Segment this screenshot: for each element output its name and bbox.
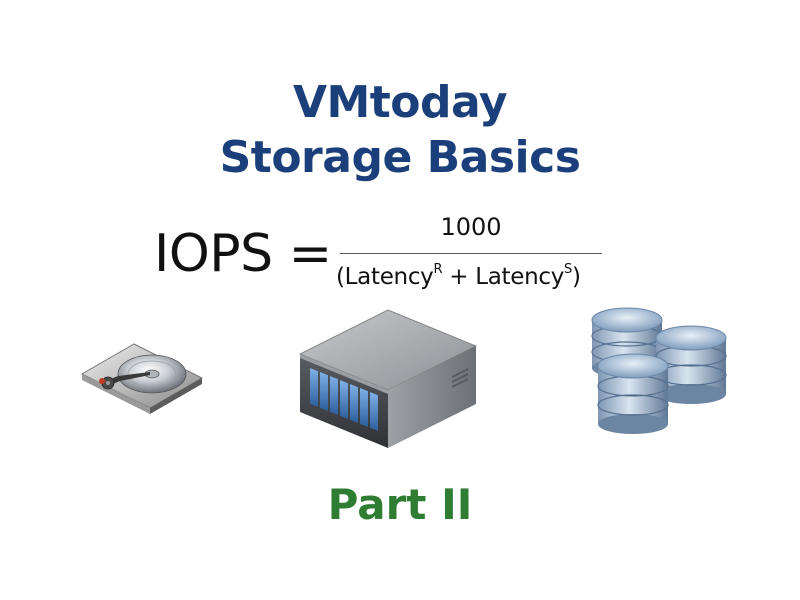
fraction-line [340, 253, 602, 254]
part-label: Part II [327, 480, 473, 529]
formula-numerator: 1000 [440, 213, 502, 241]
denominator-close: ) [571, 264, 581, 290]
title-line-1: VMtoday [292, 77, 508, 128]
denominator-middle: + Latency [442, 264, 565, 290]
formula-denominator: (LatencyR + LatencyS) [336, 257, 606, 297]
hard-drive-icon [78, 326, 206, 422]
denominator-sup-s: S [564, 262, 572, 277]
title-line-2: Storage Basics [219, 132, 581, 183]
denominator-sup-r: R [433, 262, 443, 277]
formula-lhs: IOPS = [154, 224, 332, 284]
database-icon [586, 302, 730, 436]
storage-array-icon [292, 306, 480, 452]
denominator-open: (Latency [336, 264, 434, 290]
